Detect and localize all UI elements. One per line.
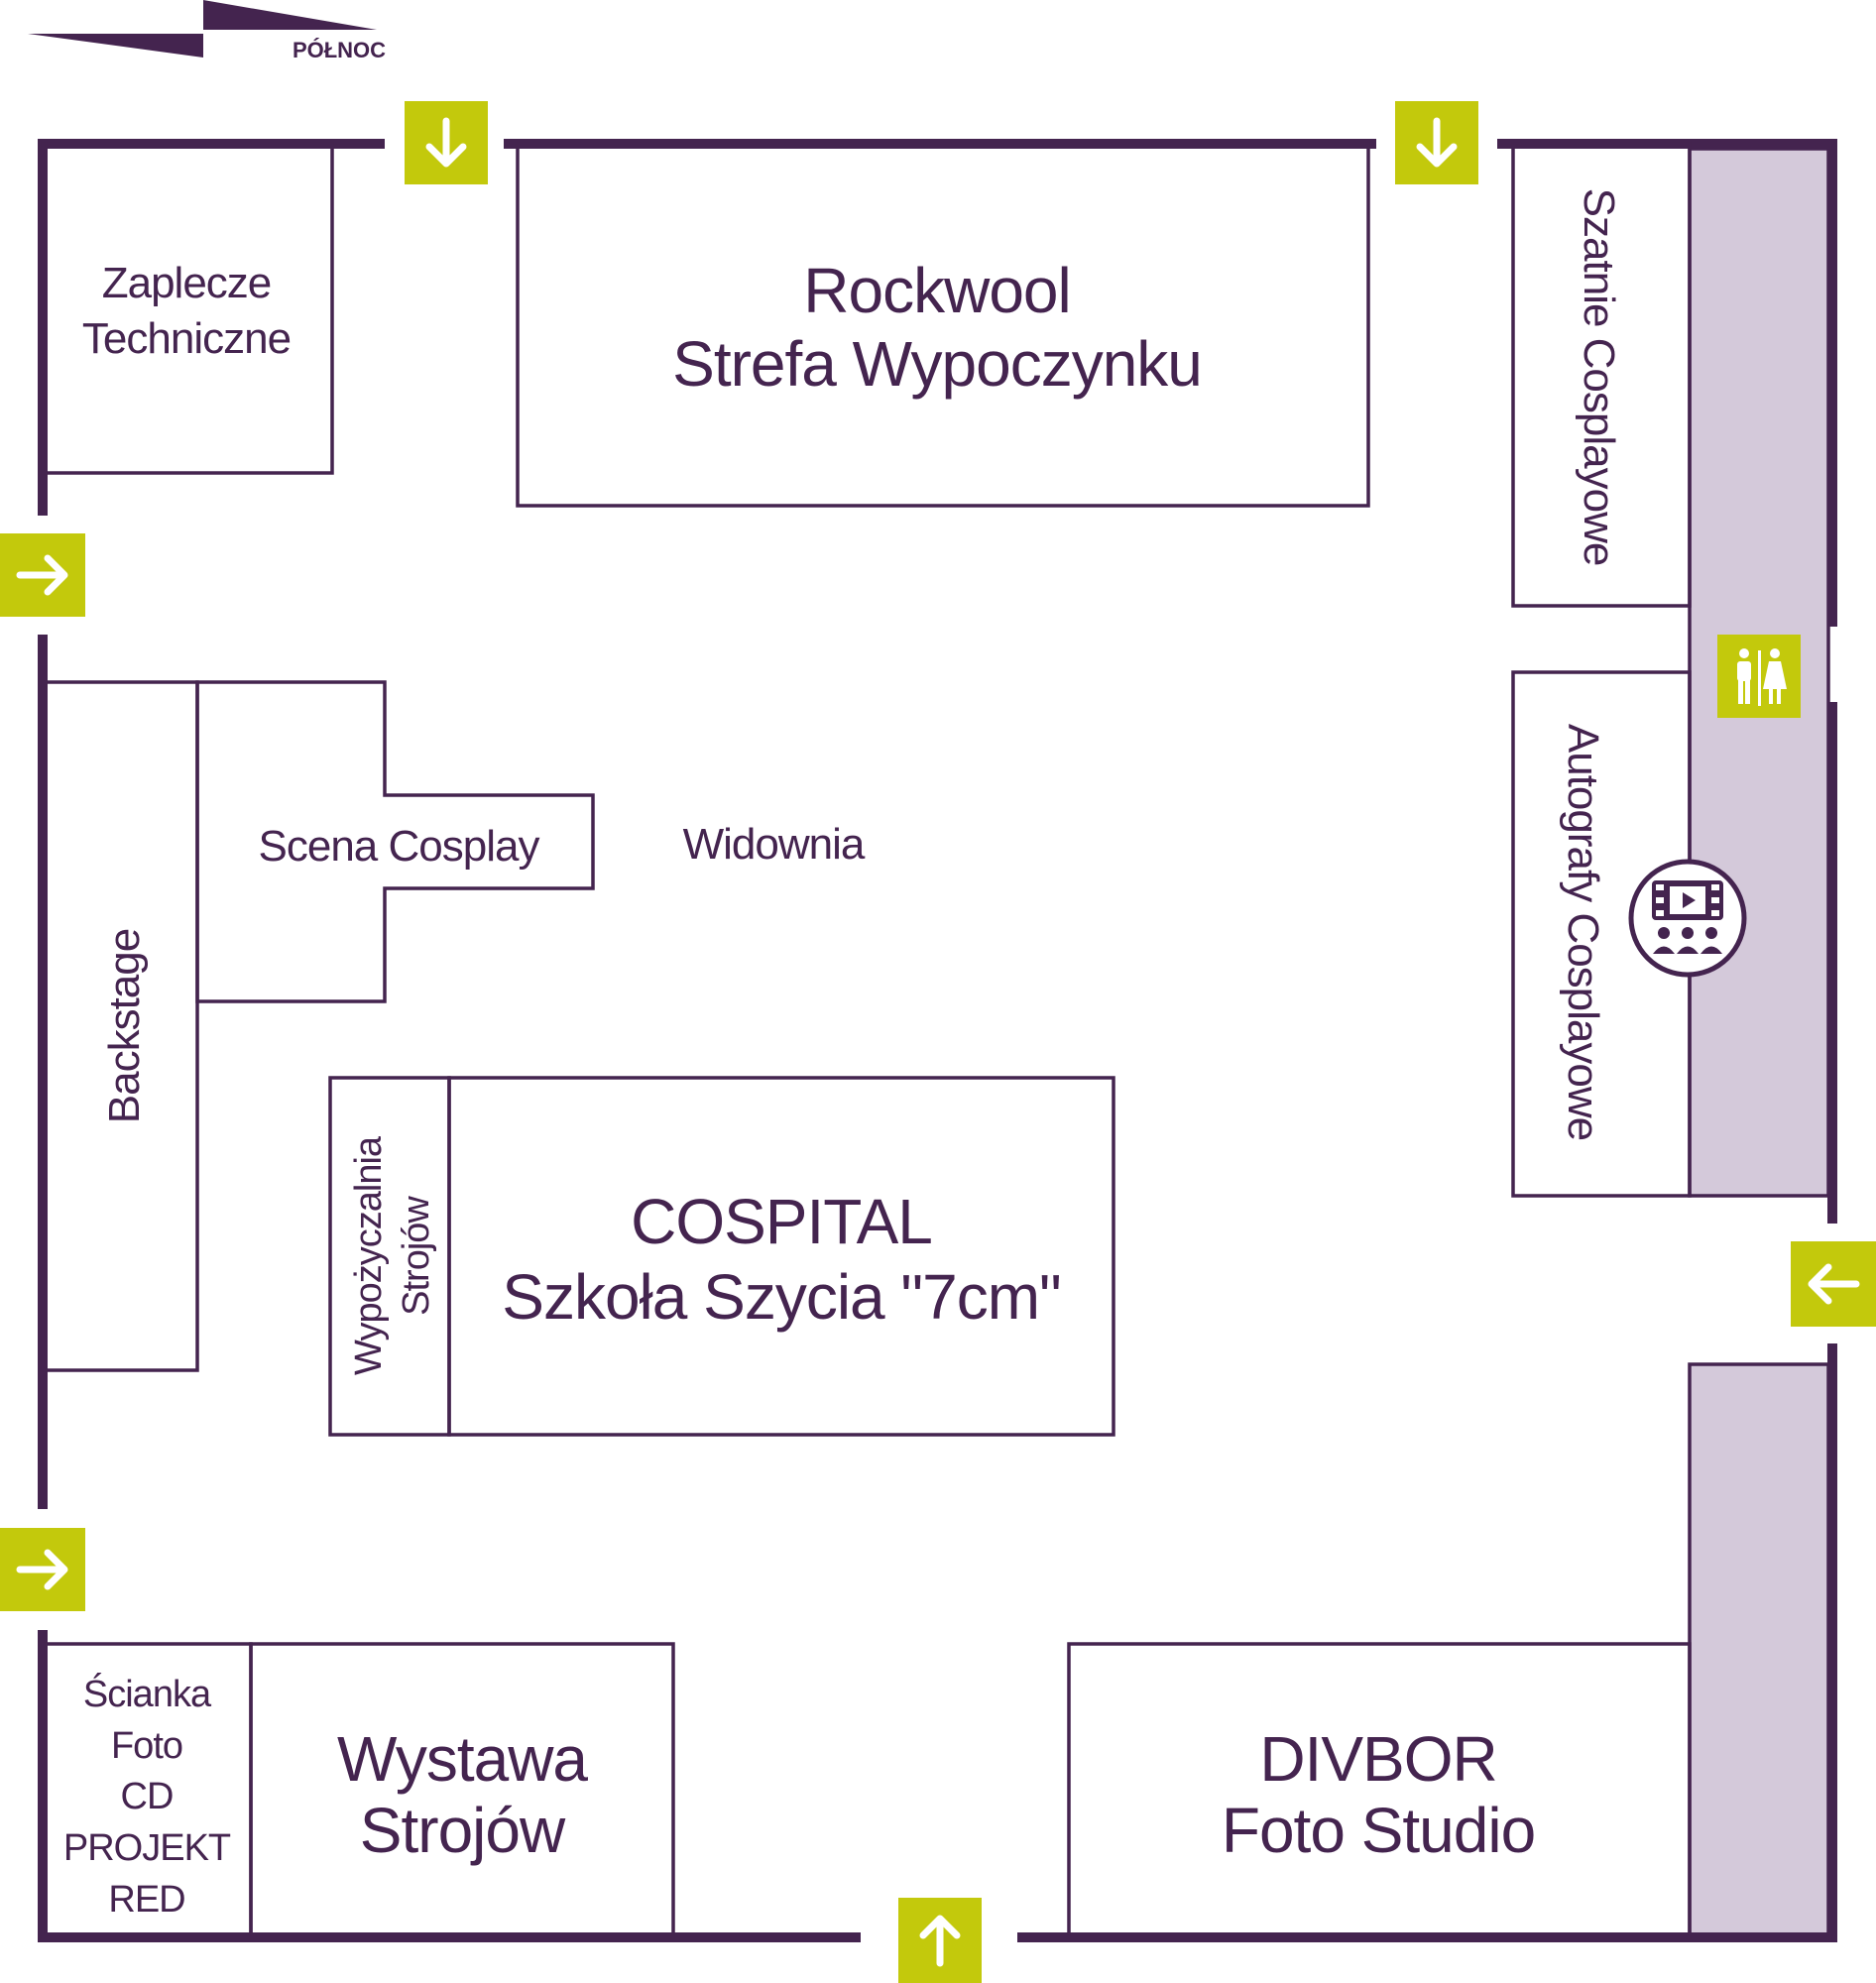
entrance-west-lower: [0, 1528, 85, 1611]
room-divbor: [1067, 1642, 1692, 1939]
arrow-down-icon: [1416, 117, 1458, 168]
label-rockwool-1: Rockwool: [803, 255, 1070, 326]
cinema-icon: [1628, 859, 1747, 978]
room-zaplecze: [41, 142, 334, 475]
arrow-right-icon: [16, 1549, 68, 1590]
room-szatnie: [1511, 142, 1692, 608]
label-scianka-5: RED: [108, 1879, 184, 1921]
compass-label: PÓŁNOC: [293, 38, 386, 62]
label-zaplecze-2: Techniczne: [82, 314, 291, 363]
label-scianka-4: PROJEKT: [63, 1827, 231, 1869]
arrow-right-icon: [16, 554, 68, 596]
label-wypozyczalnia-1: Wypożyczalnia: [348, 1135, 390, 1375]
room-wystawa: [249, 1642, 675, 1939]
label-wypozyczalnia-2: Strojów: [396, 1196, 437, 1316]
label-widownia: Widownia: [683, 820, 866, 869]
arrow-down-icon: [425, 117, 467, 168]
entrance-north-left: [405, 101, 488, 184]
entrance-south: [898, 1898, 982, 1983]
label-cospital-1: COSPITAL: [631, 1186, 932, 1257]
label-cospital-2: Szkoła Szycia "7cm": [502, 1261, 1061, 1333]
label-scianka-1: Ścianka: [83, 1671, 212, 1715]
label-zaplecze-1: Zaplecze: [102, 259, 272, 307]
compass-arrow-tail: [203, 0, 377, 30]
restroom-icon: [1737, 648, 1787, 706]
entrance-west-upper: [0, 533, 85, 617]
room-backstage: [41, 680, 199, 1372]
compass-arrow-icon: [28, 34, 203, 58]
compass-north: PÓŁNOC: [28, 0, 386, 62]
label-wystawa-1: Wystawa: [337, 1723, 588, 1795]
restroom-sign: [1717, 635, 1801, 718]
room-rockwool: [516, 142, 1370, 508]
entrance-east: [1791, 1241, 1876, 1327]
label-szatnie: Szatnie Cosplayowe: [1575, 188, 1623, 566]
label-scena: Scena Cosplay: [259, 822, 540, 871]
label-backstage: Backstage: [100, 929, 149, 1123]
label-wystawa-2: Strojów: [360, 1795, 566, 1866]
label-divbor-1: DIVBOR: [1259, 1723, 1496, 1795]
arrow-left-icon: [1808, 1263, 1860, 1305]
arrow-up-icon: [919, 1915, 961, 1967]
label-scianka-3: CD: [121, 1776, 174, 1817]
room-cospital: [447, 1076, 1115, 1437]
east-corridor-lower: [1688, 1362, 1830, 1939]
entrance-north-right: [1395, 101, 1478, 184]
label-rockwool-2: Strefa Wypoczynku: [672, 328, 1202, 400]
label-divbor-2: Foto Studio: [1222, 1795, 1535, 1866]
label-autografy: Autografy Cosplayowe: [1559, 724, 1607, 1140]
room-scena: [195, 680, 595, 1003]
label-scianka-2: Foto: [111, 1725, 182, 1767]
